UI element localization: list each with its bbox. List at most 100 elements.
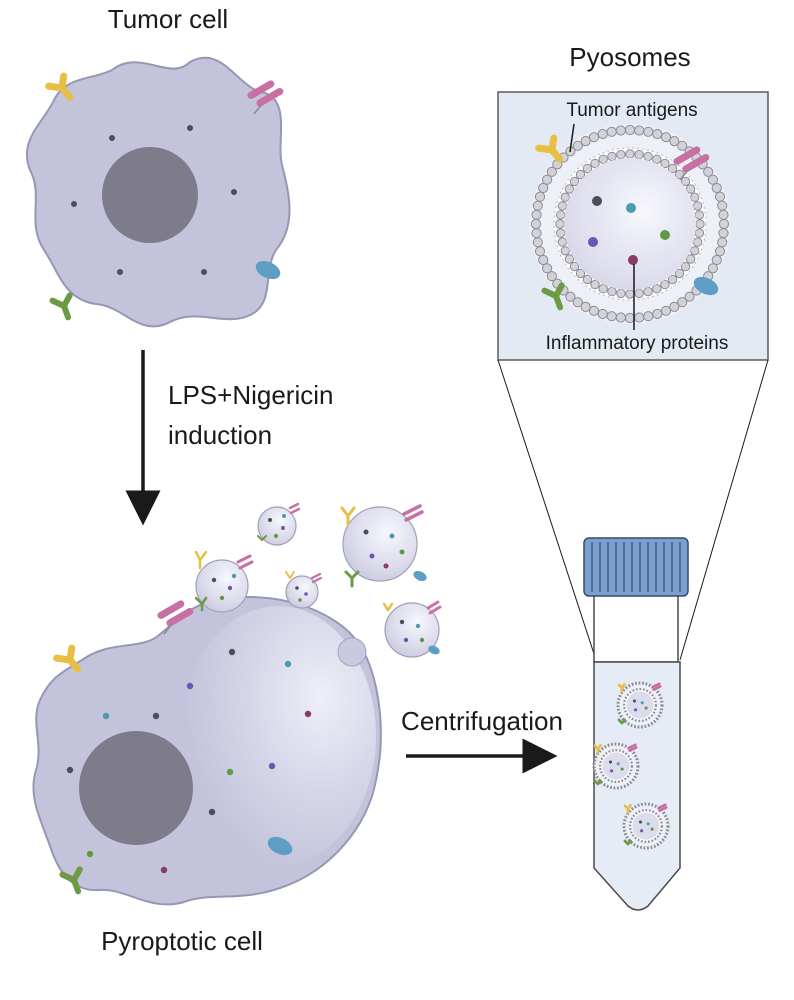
lipid-head — [598, 284, 608, 294]
lipid-head — [669, 301, 680, 312]
lipid-head — [669, 136, 680, 147]
lipid-head — [692, 201, 703, 211]
lipid-head — [569, 261, 580, 272]
lipid-head — [607, 151, 617, 162]
lipid-head — [555, 210, 566, 220]
pyroptotic-cell-nucleus — [79, 731, 193, 845]
lipid-head — [717, 200, 728, 211]
lipid-head — [532, 200, 543, 211]
lipid-head — [677, 140, 688, 151]
lipid-head — [634, 149, 644, 160]
y-shaped-receptor-icon — [52, 294, 76, 320]
lipid-head — [643, 311, 654, 322]
lipid-head — [538, 182, 549, 194]
lipid-head — [634, 312, 645, 323]
lipid-bilayer-vesicle-icon — [530, 124, 730, 324]
induction-label-line2: induction — [168, 420, 272, 450]
pyroptotic-cell — [32, 596, 382, 906]
lipid-head — [690, 192, 700, 202]
centrifuge-tube-icon — [583, 537, 689, 911]
lipid-head — [711, 254, 722, 266]
tube-neck — [593, 593, 679, 663]
lipid-head — [590, 158, 600, 169]
tumor-cell-label: Tumor cell — [108, 4, 228, 34]
lipid-head — [569, 176, 580, 187]
lipid-head — [580, 301, 591, 312]
lipid-head — [555, 219, 565, 229]
lipid-head — [597, 308, 608, 320]
lipid-head — [606, 126, 617, 137]
lipid-head — [572, 140, 583, 151]
zoom-line-right — [679, 359, 769, 661]
lipid-head — [531, 209, 542, 220]
induction-label-line1: LPS+Nigericin — [168, 380, 333, 410]
lipid-head — [590, 279, 600, 290]
lipid-head — [718, 228, 729, 239]
lipid-head — [643, 286, 653, 297]
lipid-head — [557, 237, 568, 247]
lipid-head — [677, 297, 688, 308]
lipid-head — [615, 125, 626, 136]
lipid-head — [565, 291, 576, 302]
lipid-head — [667, 163, 678, 174]
lipid-head — [575, 169, 586, 180]
lipid-head — [598, 154, 608, 165]
centrifugation-label: Centrifugation — [401, 706, 563, 736]
lipid-head — [714, 191, 726, 202]
lipid-head — [660, 279, 670, 290]
pyosome-vesicle — [194, 550, 254, 613]
lipid-head — [607, 286, 617, 297]
pyosome-vesicle — [382, 600, 442, 658]
lipid-head — [660, 132, 672, 143]
lipid-head — [564, 254, 575, 264]
lipid-head — [616, 149, 626, 160]
pyroptotic-cell-label: Pyroptotic cell — [101, 926, 263, 956]
lipid-head — [616, 288, 626, 299]
lipid-head — [534, 246, 546, 257]
tube-body — [593, 661, 681, 911]
lipid-head — [690, 246, 700, 256]
pyosome-vesicle — [340, 504, 427, 588]
lipid-head — [711, 182, 722, 194]
tumor-cell — [25, 56, 291, 328]
lipid-head — [624, 312, 636, 324]
lipid-head — [597, 128, 608, 140]
tumor-cell-nucleus — [102, 147, 198, 243]
lipid-head — [707, 263, 719, 274]
lipid-head — [660, 305, 672, 316]
lipid-head — [703, 166, 714, 177]
lipid-head — [564, 184, 575, 194]
tube-pyosomes — [592, 681, 670, 850]
lipid-head — [575, 268, 586, 279]
lipid-head — [717, 237, 728, 248]
lipid-head — [624, 124, 636, 136]
lipid-head — [546, 271, 557, 282]
lipid-head — [532, 237, 543, 248]
lipid-head — [694, 228, 705, 238]
pyroptotic-cell-granules — [66, 648, 312, 874]
lipid-head — [714, 246, 726, 257]
tumor-antigens-label: Tumor antigens — [566, 100, 697, 121]
lipid-head — [582, 163, 593, 174]
lipid-head — [680, 176, 691, 187]
lipid-head — [634, 288, 644, 299]
lipid-head — [530, 218, 542, 230]
lipid-head — [557, 201, 568, 211]
pyosomes-title: Pyosomes — [569, 42, 690, 72]
lipid-head — [560, 246, 570, 256]
lipid-head — [634, 125, 645, 136]
pyroptotic-bleb — [180, 606, 376, 866]
lipid-head — [695, 219, 705, 229]
lipid-head — [643, 126, 654, 137]
lipid-head — [546, 166, 557, 177]
pyroptotic-bleb-small — [337, 637, 367, 667]
lipid-head — [680, 261, 691, 272]
lipid-head — [606, 311, 617, 322]
lipid-head — [674, 268, 685, 279]
lipid-head — [652, 154, 662, 165]
lipid-head — [555, 228, 566, 238]
lipid-head — [694, 210, 705, 220]
lipid-head — [652, 284, 662, 294]
lipid-head — [718, 209, 729, 220]
